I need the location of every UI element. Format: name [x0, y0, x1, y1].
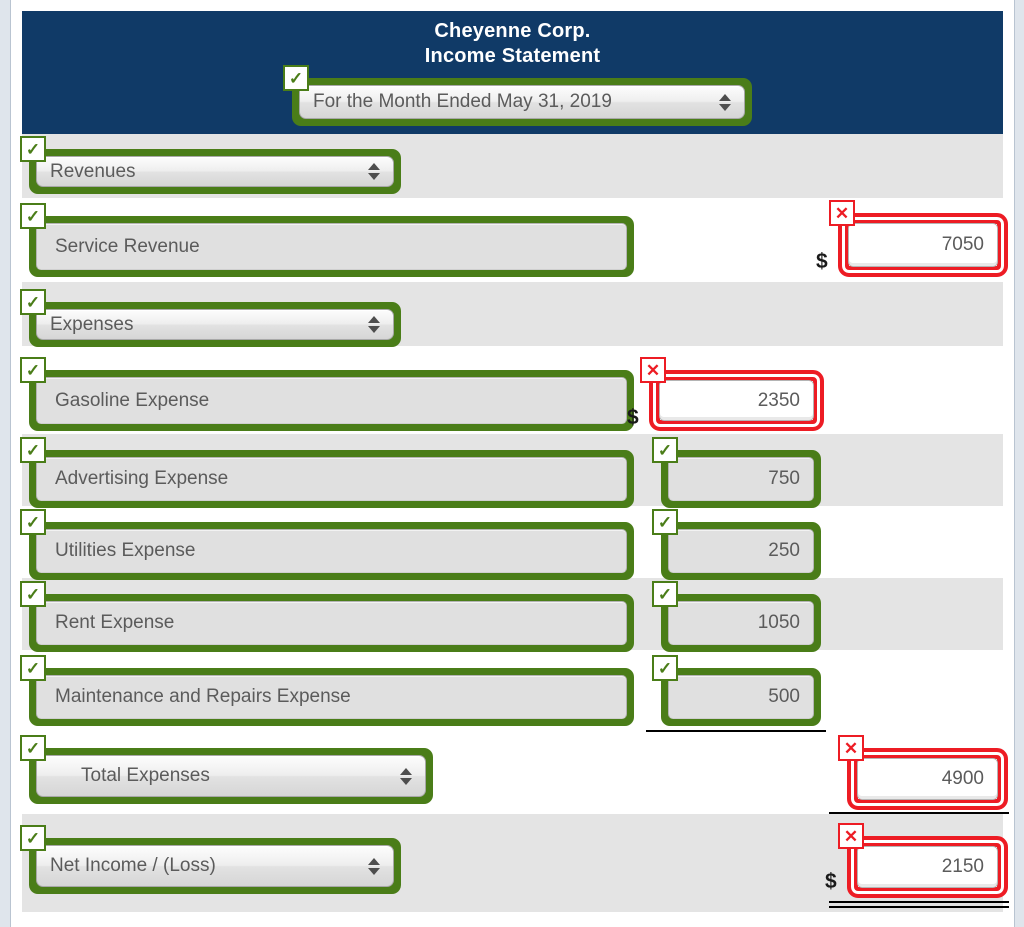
company-name: Cheyenne Corp.: [434, 20, 591, 42]
total-expenses-label-wrapper[interactable]: Total Expenses: [29, 748, 433, 804]
rent-expense-label-field[interactable]: Rent Expense: [36, 601, 627, 645]
status-badge-advertising-label-correct: ✓: [20, 437, 46, 463]
chevron-updown-icon[interactable]: [395, 767, 417, 785]
maintenance-expense-amount-input[interactable]: 500: [668, 675, 814, 719]
total-expenses-amount-value: 4900: [941, 768, 984, 789]
expenses-header-select[interactable]: Expenses: [36, 309, 394, 340]
revenues-header-label: Revenues: [50, 160, 136, 182]
status-badge-advertising-amount-correct: ✓: [652, 437, 678, 463]
period-select-value: For the Month Ended May 31, 2019: [313, 91, 612, 112]
status-badge-total-expenses-label-correct: ✓: [20, 735, 46, 761]
chevron-updown-icon[interactable]: [363, 163, 385, 180]
gasoline-expense-amount-value: 2350: [757, 389, 800, 411]
advertising-expense-amount-value: 750: [768, 468, 800, 489]
service-revenue-amount-input[interactable]: 7050: [848, 223, 998, 267]
dollar-sign-gasoline: $: [627, 406, 639, 429]
rent-expense-amount-value: 1050: [757, 612, 800, 633]
utilities-expense-amount-input[interactable]: 250: [668, 529, 814, 573]
advertising-expense-amount-input[interactable]: 750: [668, 457, 814, 501]
net-income-label: Net Income / (Loss): [50, 855, 216, 876]
advertising-expense-label-field[interactable]: Advertising Expense: [36, 457, 627, 501]
net-income-label-wrapper[interactable]: Net Income / (Loss): [29, 838, 401, 894]
total-expenses-amount-wrapper[interactable]: 4900: [847, 748, 1008, 810]
page-right-edge: [1014, 0, 1024, 927]
status-badge-service-revenue-amount-incorrect: ✕: [829, 200, 855, 226]
expenses-header-wrapper[interactable]: Expenses: [29, 302, 401, 347]
total-expenses-label: Total Expenses: [81, 765, 210, 786]
advertising-expense-label-wrapper[interactable]: Advertising Expense: [29, 450, 634, 508]
status-badge-rent-label-correct: ✓: [20, 581, 46, 607]
utilities-expense-amount-wrapper[interactable]: 250: [661, 522, 821, 580]
maintenance-expense-amount-value: 500: [768, 686, 800, 707]
status-badge-net-income-label-correct: ✓: [20, 825, 46, 851]
rent-expense-amount-wrapper[interactable]: 1050: [661, 594, 821, 652]
status-badge-gasoline-amount-incorrect: ✕: [640, 357, 666, 383]
gasoline-expense-label: Gasoline Expense: [55, 389, 210, 411]
total-expenses-amount-input[interactable]: 4900: [857, 758, 998, 800]
maintenance-expense-label-field[interactable]: Maintenance and Repairs Expense: [36, 675, 627, 719]
utilities-expense-label-field[interactable]: Utilities Expense: [36, 529, 627, 573]
revenues-header-wrapper[interactable]: Revenues: [29, 149, 401, 194]
service-revenue-label: Service Revenue: [55, 235, 200, 257]
net-income-amount-wrapper[interactable]: 2150: [847, 836, 1008, 898]
dollar-sign-net-income: $: [825, 870, 837, 893]
status-badge-gasoline-label-correct: ✓: [20, 357, 46, 383]
total-double-rule-net-income: [829, 901, 1009, 908]
net-income-amount-input[interactable]: 2150: [857, 846, 998, 888]
service-revenue-label-field[interactable]: Service Revenue: [36, 223, 627, 270]
status-badge-expenses-correct: ✓: [20, 289, 46, 315]
page-left-edge: [0, 0, 11, 927]
chevron-updown-icon[interactable]: [363, 316, 385, 333]
advertising-expense-label: Advertising Expense: [55, 468, 229, 489]
utilities-expense-label: Utilities Expense: [55, 540, 196, 561]
status-badge-utilities-label-correct: ✓: [20, 509, 46, 535]
revenues-header-select[interactable]: Revenues: [36, 156, 394, 187]
rent-expense-amount-input[interactable]: 1050: [668, 601, 814, 645]
chevron-updown-icon[interactable]: [714, 93, 736, 111]
net-income-select[interactable]: Net Income / (Loss): [36, 845, 394, 887]
income-statement-sheet: Cheyenne Corp. Income Statement ✓ For th…: [11, 0, 1014, 927]
status-badge-revenues-correct: ✓: [20, 136, 46, 162]
gasoline-expense-amount-input[interactable]: 2350: [659, 380, 814, 421]
net-income-amount-value: 2150: [941, 856, 984, 877]
dollar-sign-service-revenue: $: [816, 250, 828, 273]
gasoline-expense-label-wrapper[interactable]: Gasoline Expense: [29, 370, 634, 431]
chevron-updown-icon[interactable]: [363, 857, 385, 875]
maintenance-expense-label-wrapper[interactable]: Maintenance and Repairs Expense: [29, 668, 634, 726]
maintenance-expense-label: Maintenance and Repairs Expense: [55, 686, 351, 707]
status-badge-total-expenses-amount-incorrect: ✕: [838, 735, 864, 761]
status-badge-net-income-amount-incorrect: ✕: [838, 823, 864, 849]
service-revenue-amount-value: 7050: [941, 234, 984, 255]
rent-expense-label-wrapper[interactable]: Rent Expense: [29, 594, 634, 652]
period-select[interactable]: For the Month Ended May 31, 2019: [299, 85, 745, 119]
service-revenue-amount-wrapper[interactable]: 7050: [838, 213, 1008, 277]
service-revenue-label-wrapper[interactable]: Service Revenue: [29, 216, 634, 277]
utilities-expense-amount-value: 250: [768, 540, 800, 561]
subtotal-rule-expenses: [646, 730, 826, 732]
status-badge-rent-amount-correct: ✓: [652, 581, 678, 607]
total-expenses-select[interactable]: Total Expenses: [36, 755, 426, 797]
expenses-header-label: Expenses: [50, 313, 134, 335]
statement-title: Income Statement: [424, 45, 601, 67]
utilities-expense-label-wrapper[interactable]: Utilities Expense: [29, 522, 634, 580]
status-badge-maintenance-label-correct: ✓: [20, 655, 46, 681]
status-badge-period-correct: ✓: [283, 65, 309, 91]
status-badge-service-revenue-label-correct: ✓: [20, 203, 46, 229]
gasoline-expense-amount-wrapper[interactable]: 2350: [649, 370, 824, 431]
status-badge-utilities-amount-correct: ✓: [652, 509, 678, 535]
maintenance-expense-amount-wrapper[interactable]: 500: [661, 668, 821, 726]
row-band-footer: [22, 912, 1003, 927]
period-selector-wrapper[interactable]: For the Month Ended May 31, 2019: [292, 78, 752, 126]
rent-expense-label: Rent Expense: [55, 612, 175, 633]
gasoline-expense-label-field[interactable]: Gasoline Expense: [36, 377, 627, 424]
status-badge-maintenance-amount-correct: ✓: [652, 655, 678, 681]
advertising-expense-amount-wrapper[interactable]: 750: [661, 450, 821, 508]
subtotal-rule-net-income: [829, 812, 1009, 814]
statement-header: Cheyenne Corp. Income Statement: [22, 11, 1003, 134]
